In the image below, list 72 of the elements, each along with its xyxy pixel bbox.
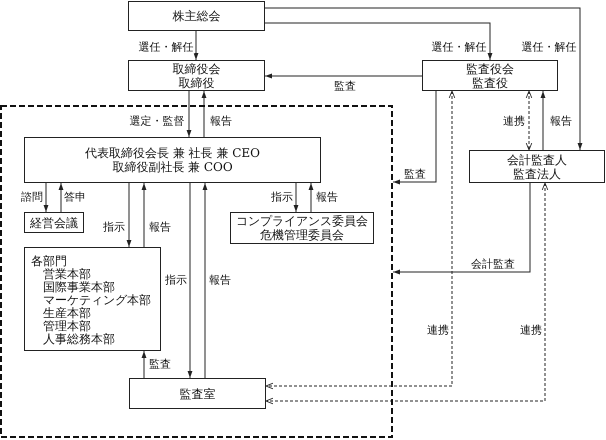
edge-label: 監査 — [333, 80, 357, 92]
edge-label: 報告 — [209, 114, 233, 128]
arrow — [294, 182, 298, 212]
arrow — [142, 182, 146, 248]
unit-name: 各部門 — [31, 255, 67, 268]
arrow — [526, 90, 532, 150]
edge-label: 指示 — [164, 274, 188, 286]
arrow — [188, 182, 192, 378]
unit-name: 営業本部 — [42, 268, 91, 281]
unit-name: 監査役 — [472, 76, 508, 90]
org-unit-box — [422, 60, 558, 91]
arrow — [202, 182, 208, 378]
arrow — [126, 182, 132, 248]
org-unit-box — [469, 150, 605, 183]
org-unit-box — [129, 378, 266, 409]
org-unit-box — [24, 247, 161, 351]
arrow — [58, 182, 64, 212]
arrow — [264, 8, 582, 150]
org-unit-box — [128, 1, 265, 31]
unit-name: 人事総務本部 — [42, 333, 115, 346]
edge-label: 答申 — [63, 190, 87, 204]
arrow — [266, 90, 456, 390]
edge-label: 報告 — [315, 190, 339, 204]
arrow — [142, 350, 146, 378]
dashed-frame — [0, 105, 393, 438]
edge-label: 監査 — [403, 168, 427, 180]
unit-name: 代表取締役会長 兼 社長 兼 CEO — [84, 146, 260, 160]
unit-name: 監査法人 — [513, 166, 561, 180]
unit-name: 生産本部 — [42, 307, 91, 320]
unit-name: 取締役副社長 兼 COO — [112, 160, 233, 174]
org-unit-box — [230, 212, 374, 244]
edge-label: 会計監査 — [470, 258, 516, 270]
arrow — [202, 90, 206, 138]
arrow — [392, 182, 530, 274]
unit-name: マーケティング本部 — [42, 294, 151, 307]
edge-label: 監査 — [148, 358, 172, 370]
unit-name: 株主総会 — [172, 9, 220, 23]
arrow — [264, 22, 492, 60]
edge-label: 指示 — [102, 220, 126, 234]
arrow — [186, 90, 192, 138]
arrow — [540, 90, 546, 150]
org-unit-box — [128, 60, 265, 91]
unit-name: 国際事業本部 — [42, 281, 115, 294]
arrow — [392, 90, 436, 184]
org-unit-box — [24, 212, 84, 233]
unit-name: 危機管理委員会 — [260, 228, 344, 242]
unit-name: 取締役会 — [172, 62, 220, 76]
edge-label: 選定・監督 — [128, 114, 186, 128]
arrow — [44, 182, 48, 212]
edge-label: 連携 — [426, 324, 450, 336]
arrow — [194, 30, 198, 60]
unit-name: 会計監査人 — [507, 152, 567, 166]
unit-name: コンプライアンス委員会 — [236, 214, 368, 228]
arrow — [266, 182, 548, 404]
edge-label: 報告 — [549, 114, 573, 128]
unit-name: 取締役 — [178, 76, 214, 90]
unit-name: 監査室 — [180, 386, 216, 400]
edge-label: 選任・解任 — [430, 40, 488, 54]
edge-label: 連携 — [519, 324, 543, 336]
edge-label: 報告 — [208, 274, 232, 286]
edge-label: 諮問 — [20, 190, 44, 204]
edge-label: 指示 — [270, 190, 294, 204]
unit-name: 経営会議 — [30, 216, 78, 230]
edge-label: 報告 — [148, 220, 172, 234]
unit-name: 管理本部 — [42, 320, 91, 333]
edge-label: 連携 — [502, 114, 526, 128]
arrow — [308, 182, 314, 212]
arrow — [264, 74, 422, 78]
unit-name: 監査役会 — [466, 62, 514, 76]
edge-label: 選任・解任 — [138, 40, 194, 54]
edge-label: 選任・解任 — [520, 40, 578, 54]
org-unit-box — [24, 137, 321, 183]
